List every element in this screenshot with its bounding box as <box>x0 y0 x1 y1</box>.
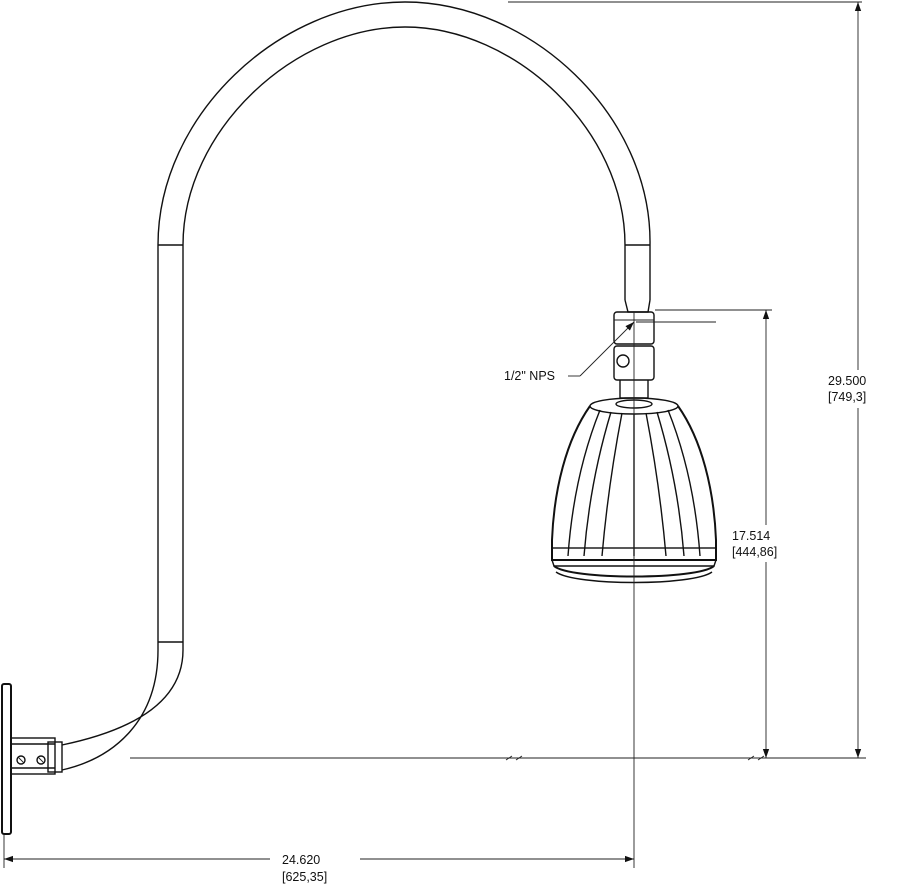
height-fixture-imperial: 17.514 <box>732 529 770 543</box>
projection-imperial: 24.620 <box>282 853 320 867</box>
height-fixture-metric: [444,86] <box>732 545 777 559</box>
dimension-lines <box>3 1 866 868</box>
projection-metric: [625,35] <box>282 870 327 884</box>
height-total-imperial: 29.500 <box>828 374 866 388</box>
fitting-label: 1/2" NPS <box>504 369 555 383</box>
wall-mount-bracket <box>1 683 63 835</box>
height-total-metric: [749,3] <box>828 390 866 404</box>
gooseneck-arm <box>61 1 651 771</box>
